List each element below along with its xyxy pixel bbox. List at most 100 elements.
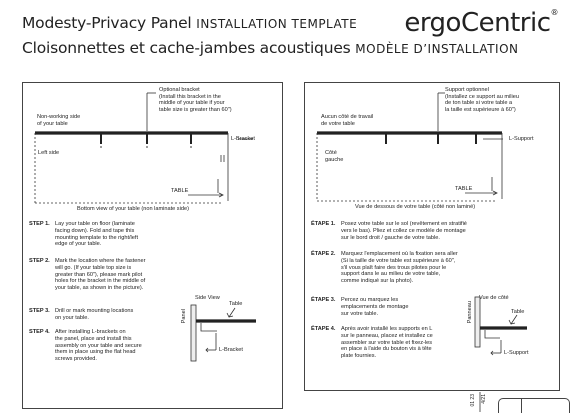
etape-2-line: Marquez l'emplacement où la fixation ser… bbox=[341, 251, 458, 257]
ergocentric-logo: ergoCentric® bbox=[404, 8, 558, 38]
support-optionnel-callout: Support optionnel (Installez ce support … bbox=[445, 87, 519, 113]
step-1-text: Lay your table on floor (laminate facing… bbox=[55, 221, 138, 248]
step-1-label: STEP 1. bbox=[29, 221, 50, 227]
step-2-line: holes for the bracket in the middle of bbox=[55, 278, 146, 285]
etape-3-line: Percez ou marquez les bbox=[341, 297, 399, 303]
step-3-line: on your table. bbox=[55, 314, 89, 321]
aucun-cote-label: Aucun côté de travail de votre table bbox=[321, 114, 373, 127]
logo-registered-mark: ® bbox=[550, 8, 559, 17]
cote-gauche-line-1: Côté bbox=[325, 150, 337, 156]
step-3: STEP 3. Drill or mark mounting locations… bbox=[29, 308, 179, 324]
step-1-line: edge of your table. bbox=[55, 241, 102, 248]
step-1-line: Lay your table on floor (laminate bbox=[55, 221, 135, 227]
step-2-line: will go. (If your table top size is bbox=[55, 264, 132, 271]
panneau-tag: Panneau bbox=[467, 301, 473, 324]
side-view-label: Side View bbox=[195, 295, 220, 301]
footer-code-b: 4/21 bbox=[481, 394, 487, 404]
optional-bracket-callout: Optional bracket (Install this bracket i… bbox=[159, 87, 232, 113]
bracket-right bbox=[190, 134, 192, 144]
etape-4-text: Après avoir installé les supports en L s… bbox=[341, 326, 433, 360]
etape-4-line: sur le panneau, placez et installez ce bbox=[341, 332, 433, 339]
left-side-label: Left side bbox=[38, 150, 60, 156]
etape-2-line: s'il vous plaît faire des trous pilotes … bbox=[341, 264, 447, 271]
etape-4: ÉTAPE 4. Après avoir installé les suppor… bbox=[311, 326, 471, 362]
step-2-line: your table, as shown in the picture). bbox=[55, 285, 144, 292]
title-fr-text: Cloisonnettes et cache-jambes acoustique… bbox=[22, 39, 351, 57]
subtitle-fr-text: MODÈLE D’INSTALLATION bbox=[355, 42, 519, 56]
etape-3-line: emplacements de montage bbox=[341, 303, 409, 310]
support-left bbox=[385, 134, 387, 144]
callout-line-2: (Install this bracket in the bbox=[159, 93, 221, 100]
corner-tab-box bbox=[498, 398, 570, 413]
etape-4-line: Après avoir installé les supports en L bbox=[341, 326, 433, 332]
aucun-cote-line-1: Aucun côté de travail bbox=[321, 114, 374, 120]
step-3-text: Drill or mark mounting locations on your… bbox=[55, 308, 133, 322]
step-4-line: assembly on your table and secure bbox=[55, 342, 142, 349]
step-4-line: them in place using the flat head bbox=[55, 349, 136, 356]
corner-tab-divider bbox=[521, 399, 522, 413]
bracket-middle bbox=[146, 134, 148, 144]
title-english: Modesty-Privacy Panel INSTALLATION TEMPL… bbox=[22, 14, 357, 32]
etape-2-line: (Si la taille de votre table est supérie… bbox=[341, 257, 456, 264]
step-2: STEP 2. Mark the location where the fast… bbox=[29, 258, 179, 294]
step-4-line: screws provided. bbox=[55, 356, 97, 363]
french-diagram bbox=[316, 92, 527, 356]
table-label: TABLE bbox=[171, 188, 189, 194]
step-1-line: facing down). Fold and tape this bbox=[55, 227, 135, 234]
etape-3-label: ÉTAPE 3. bbox=[311, 297, 336, 303]
callout-fr-line-1: Support optionnel bbox=[445, 87, 489, 93]
side-view-table-label-fr: Table bbox=[511, 309, 525, 315]
callout-fr-line-4: la taille est supérieure à 60") bbox=[445, 106, 516, 113]
step-3-line: Drill or mark mounting locations bbox=[55, 308, 134, 314]
etape-1-line: Posez votre table sur le sol (revêtement… bbox=[341, 221, 467, 227]
non-working-line-1: Non-working side bbox=[37, 114, 81, 120]
callout-line-3: middle of your table if your bbox=[159, 100, 225, 107]
etape-2-label: ÉTAPE 2. bbox=[311, 251, 336, 257]
non-working-line-2: of your table bbox=[37, 120, 68, 127]
etape-1-line: vers le bas). Pliez et collez ce modèle … bbox=[341, 227, 466, 234]
title-french: Cloisonnettes et cache-jambes acoustique… bbox=[22, 39, 519, 57]
panel-tag: Panel bbox=[181, 309, 187, 324]
english-side-view-drawing bbox=[190, 304, 256, 362]
cote-gauche-line-2: gauche bbox=[325, 156, 344, 163]
callout-line-4: table size is greater than 60") bbox=[159, 106, 232, 113]
footer-code-a: 01 23 bbox=[470, 394, 476, 407]
vue-de-cote-label: Vue de côté bbox=[479, 295, 509, 301]
step-4-line: the panel, place and install this bbox=[55, 335, 132, 342]
bracket-left bbox=[100, 134, 102, 144]
step-4-text: After installing L-brackets on the panel… bbox=[55, 329, 142, 363]
step-2-text: Mark the location where the fastener wil… bbox=[55, 258, 145, 292]
step-4: STEP 4. After installing L-brackets on t… bbox=[29, 329, 179, 365]
step-4-line: After installing L-brackets on bbox=[55, 329, 126, 335]
vue-de-dessous-caption: Vue de dessous de votre table (côté non … bbox=[355, 204, 476, 210]
table-label-fr: TABLE bbox=[455, 186, 473, 192]
side-view-l-bracket-label: L-Bracket bbox=[219, 347, 243, 353]
logo-text: ergoCentric bbox=[404, 8, 551, 38]
english-diagram bbox=[34, 92, 256, 362]
french-side-view-drawing bbox=[474, 296, 527, 356]
etape-4-line: plate fournies. bbox=[341, 353, 377, 360]
side-view-l-support-label: L-Support bbox=[504, 350, 529, 356]
callout-fr-line-3: de ton table si votre table a bbox=[445, 100, 513, 107]
side-view-table-label: Table bbox=[229, 301, 243, 307]
etape-1-text: Posez votre table sur le sol (revêtement… bbox=[341, 221, 467, 241]
etape-4-line: assembler sur votre table et fixez-les bbox=[341, 339, 433, 346]
step-1: STEP 1. Lay your table on floor (laminat… bbox=[29, 221, 179, 251]
callout-line-1: Optional bracket bbox=[159, 87, 200, 93]
step-2-label: STEP 2. bbox=[29, 258, 50, 264]
etape-2-text: Marquez l'emplacement où la fixation ser… bbox=[341, 251, 458, 285]
etape-3-text: Percez ou marquez les emplacements de mo… bbox=[341, 297, 408, 317]
etape-3: ÉTAPE 3. Percez ou marquez les emplaceme… bbox=[311, 297, 471, 319]
support-right bbox=[475, 134, 477, 144]
etape-2-line: support dans le au milieu de votre table… bbox=[341, 271, 441, 278]
title-en-text: Modesty-Privacy Panel bbox=[22, 14, 192, 32]
aucun-cote-line-2: de votre table bbox=[321, 120, 355, 127]
etape-2: ÉTAPE 2. Marquez l'emplacement où la fix… bbox=[311, 251, 471, 287]
footer-code-box: 01 23 4/21 bbox=[470, 392, 490, 412]
etape-1-label: ÉTAPE 1. bbox=[311, 221, 336, 227]
support-middle bbox=[437, 134, 439, 144]
etape-1-line: sur le bord droit / gauche de votre tabl… bbox=[341, 234, 440, 241]
l-support-label: L-Support bbox=[509, 136, 534, 142]
etape-1: ÉTAPE 1. Posez votre table sur le sol (r… bbox=[311, 221, 471, 243]
step-2-line: Mark the location where the fastener bbox=[55, 258, 146, 264]
